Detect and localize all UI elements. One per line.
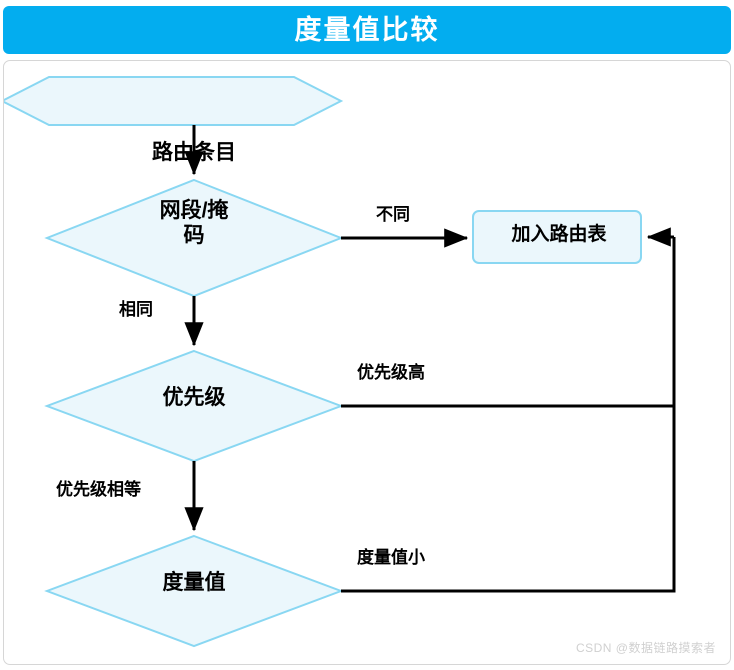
node-add-to-table[interactable] xyxy=(472,210,642,264)
node-priority[interactable] xyxy=(44,349,344,463)
node-netmask[interactable] xyxy=(44,178,344,298)
edge-metric-to-add xyxy=(341,407,676,593)
flowchart-svg xyxy=(4,76,676,648)
node-route-entry[interactable] xyxy=(4,76,344,126)
header-banner: 度量值比较 xyxy=(3,6,731,54)
edge-priority-to-add xyxy=(341,237,676,408)
diagram-canvas: 路由条目 网段/掩 码 加入路由表 优先级 度量值 不同 相同 优先级高 优先级… xyxy=(3,60,731,665)
page-title: 度量值比较 xyxy=(294,14,440,45)
node-metric[interactable] xyxy=(44,534,344,648)
